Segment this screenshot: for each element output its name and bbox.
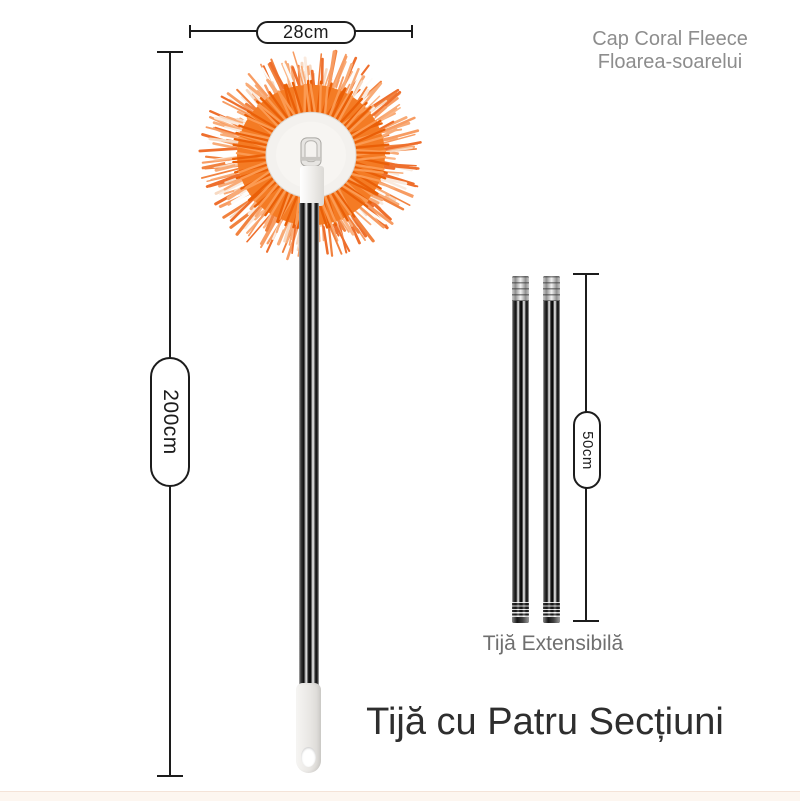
pole-dimension-cap-bottom [573, 620, 599, 622]
pole-collar [512, 276, 529, 301]
handle-connector-sleeve [300, 166, 324, 206]
width-dimension-label: 28cm [256, 21, 356, 44]
pole-dimension-label: 50cm [573, 411, 601, 489]
length-dimension-cap-bottom [157, 775, 183, 777]
head-caption-line2: Floarea-soarelui [597, 51, 743, 73]
pole-tip [543, 617, 560, 623]
width-value: 28cm [282, 22, 329, 42]
length-value: 200cm [159, 389, 182, 455]
bottom-edge-strip [0, 791, 800, 801]
pole-dimension-cap-top [573, 273, 599, 275]
pole-threads [543, 602, 560, 617]
head-caption: Cap Coral Fleece Floarea-soarelui [560, 28, 780, 74]
length-dimension-label: 200cm [150, 357, 190, 487]
head-caption-line1: Cap Coral Fleece [592, 28, 748, 50]
bottom-title: Tijă cu Patru Secțiuni [366, 701, 724, 743]
pole-threads [512, 602, 529, 617]
width-dimension-cap-right [411, 25, 413, 38]
pole-tip [512, 617, 529, 623]
extension-pole-1 [512, 276, 529, 623]
handle-grip [296, 683, 321, 773]
mop-head [198, 49, 422, 261]
width-dimension-cap-left [189, 25, 191, 38]
hang-hole [301, 747, 316, 767]
pole-collar [543, 276, 560, 301]
pole-caption: Tijă Extensibilă [482, 632, 624, 655]
mop-handle-pole [299, 203, 319, 685]
length-dimension-cap-top [157, 51, 183, 53]
pole-length-value: 50cm [578, 430, 596, 470]
extension-pole-2 [543, 276, 560, 623]
